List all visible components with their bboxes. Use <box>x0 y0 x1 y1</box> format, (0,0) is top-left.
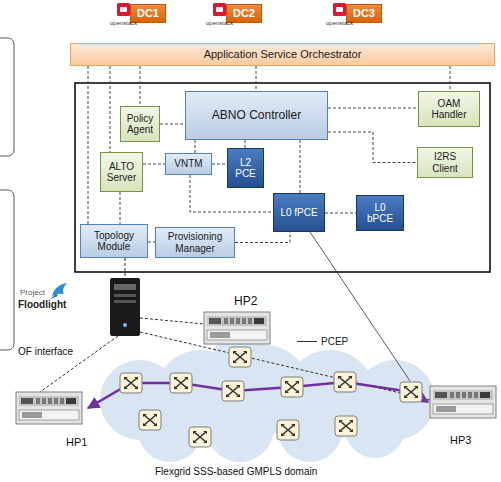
dashed-connector <box>143 164 165 165</box>
domain-label: Flexgrid SSS-based GMPLS domain <box>155 466 317 477</box>
dashed-connector <box>300 140 301 193</box>
module-box: I2RS Client <box>417 147 473 178</box>
node-text: Topology Module <box>84 230 144 253</box>
dashed-connector <box>212 164 227 165</box>
orchestrator-bar: Application Service Orchestrator <box>70 43 495 66</box>
logo-text: Floodlight <box>18 299 66 310</box>
dashed-connector <box>110 66 111 152</box>
dashed-connector <box>235 232 290 243</box>
logo-text: openstack <box>110 20 137 27</box>
device-label: HP1 <box>66 436 87 448</box>
node-text: ABNO Controller <box>212 109 301 123</box>
logo-text: openstack <box>326 20 353 27</box>
node-text: DC3 <box>353 7 375 20</box>
node-text: DC1 <box>137 7 159 20</box>
node-text: ALTO Server <box>104 161 139 184</box>
module-box: OAM Handler <box>418 91 480 127</box>
module-box: Provisioning Manager <box>155 227 235 258</box>
dashed-connector <box>195 140 196 153</box>
datacenter-box: DC2 <box>226 4 262 23</box>
logo-text: openstack <box>206 20 233 27</box>
pce-box: L0 bPCE <box>356 195 404 231</box>
module-box: Topology Module <box>80 224 148 258</box>
dashed-connector <box>256 66 257 91</box>
module-box: ALTO Server <box>100 152 143 192</box>
legend-line-sample <box>297 341 317 342</box>
dashed-connector <box>148 242 155 243</box>
datacenter-box: DC3 <box>346 4 382 23</box>
dashed-connector <box>325 213 356 214</box>
node-text: I2RS Client <box>421 151 469 174</box>
dashed-connector <box>120 192 121 224</box>
node-text: Provisioning Manager <box>159 231 231 254</box>
interface-label: OF interface <box>18 346 73 357</box>
logo-text: Project <box>20 289 45 298</box>
dashed-connector <box>140 66 141 106</box>
device-label: HP3 <box>450 434 471 446</box>
dashed-connector <box>160 124 185 125</box>
legend-text: PCEP <box>321 336 348 347</box>
node-text: DC2 <box>233 7 255 20</box>
pce-box: L0 fPCE <box>273 193 325 232</box>
node-text: L0 bPCE <box>360 202 400 225</box>
dashed-connector <box>328 108 418 109</box>
module-box: VNTM <box>165 153 212 175</box>
legend-entry: PCEP <box>297 336 348 347</box>
dashed-connector <box>245 140 246 148</box>
dashed-connector <box>450 66 451 91</box>
node-text: L0 fPCE <box>280 207 317 219</box>
pce-box: L2 PCE <box>227 148 264 188</box>
datacenter-box: DC1 <box>130 4 166 23</box>
dashed-connector <box>328 132 417 163</box>
node-text: L2 PCE <box>231 157 260 180</box>
module-box: Policy Agent <box>120 106 160 142</box>
dashed-connector <box>88 66 89 224</box>
node-text: Policy Agent <box>124 113 156 136</box>
node-text: OAM Handler <box>422 98 476 121</box>
device-label: HP2 <box>234 295 257 308</box>
node-text: VNTM <box>174 158 202 170</box>
controller-box: ABNO Controller <box>185 91 328 140</box>
node-text: Application Service Orchestrator <box>204 48 362 61</box>
